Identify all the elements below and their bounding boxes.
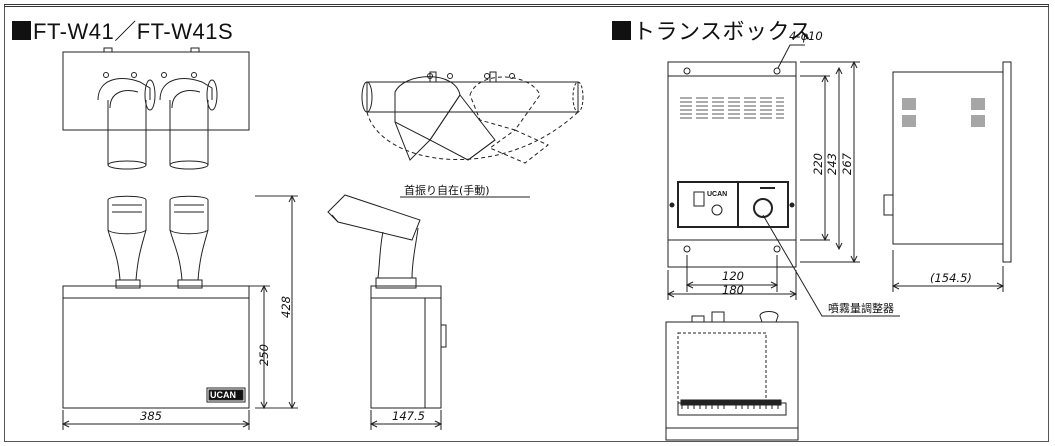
terminal-block	[680, 399, 782, 409]
dim-fan-total-height: 428	[279, 296, 293, 318]
dim-fan-depth: 147.5	[392, 409, 425, 423]
title-square-icon	[12, 20, 31, 40]
dim-box-h3: 267	[840, 152, 854, 175]
brand-logo: UCAN	[210, 390, 236, 400]
fan-swivel-view	[361, 71, 584, 164]
transbox-bottom-view	[665, 311, 799, 441]
fan-front-view	[61, 194, 298, 430]
title-square-icon	[612, 20, 631, 40]
top-rule	[4, 4, 1049, 10]
transbox-front-view	[666, 44, 900, 317]
fan-top-view	[62, 47, 250, 170]
dim-box-h2: 243	[825, 153, 839, 175]
dim-fan-width: 385	[140, 409, 162, 423]
left-section-title: FT-W41／FT-W41S	[12, 14, 233, 46]
dim-box-w-inner: 120	[722, 269, 744, 283]
dim-box-depth: (154.5)	[930, 271, 972, 285]
transbox-side-view	[883, 61, 1012, 292]
dim-box-w-outer: 180	[722, 283, 744, 297]
adjuster-label: 噴霧量調整器	[828, 301, 894, 315]
vent-grill	[680, 97, 784, 119]
panel-brand: UCAN	[707, 191, 727, 198]
fan-side-view	[327, 194, 447, 430]
holes-label: 4-φ10	[789, 29, 823, 43]
right-title-text: トランスボックス	[633, 19, 812, 44]
swivel-label: 首振り自在(手動)	[404, 183, 490, 197]
dim-box-h1: 220	[811, 153, 825, 175]
right-section-title: トランスボックス	[612, 14, 812, 46]
left-title-text: FT-W41／FT-W41S	[33, 19, 234, 44]
dim-fan-body-height: 250	[257, 344, 271, 366]
